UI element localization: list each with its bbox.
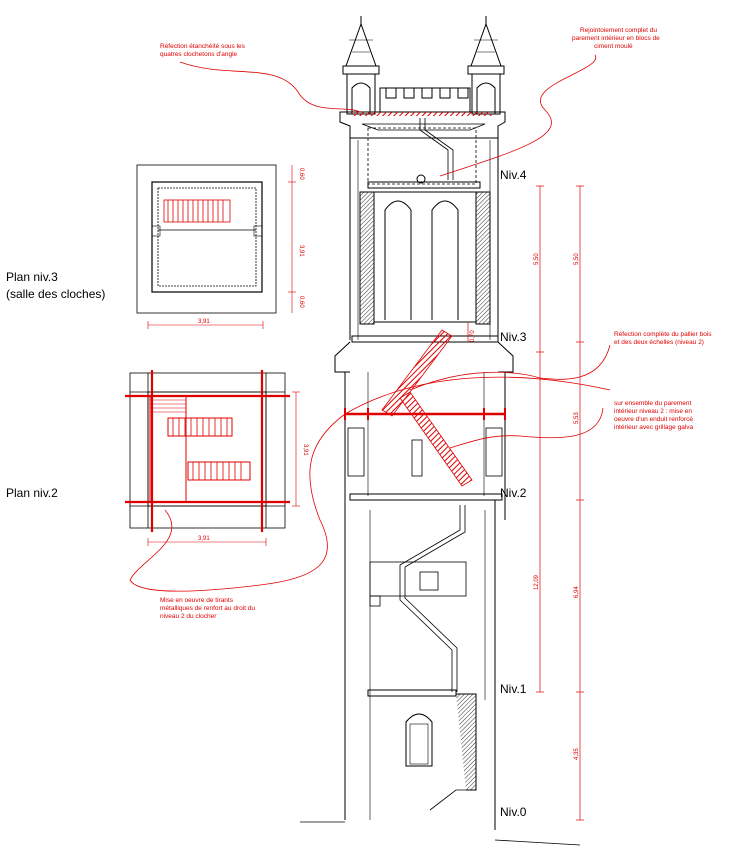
roof-outline [367,127,477,185]
dim-plan3-top: 0,60 [298,168,304,180]
annotation-pallier-l1: Réfection complète du pallier bois [614,331,712,338]
label-niv0: Niv.0 [500,805,527,819]
dimension-chain-outer [576,185,584,821]
dim-plan3-bottom: 0,60 [298,296,304,308]
floor-niv3 [351,335,499,343]
dim-plan2-width: 3,91 [198,536,210,542]
battlements [379,87,471,113]
annotation-tirants-l2: métalliques de renfort au droit du [160,605,255,612]
annotation-clochetons-l1: Réfection étanchéité sous les [160,43,246,50]
plan-niv3 [136,164,277,314]
annotation-rejointoiement-l3: ciment moulé [594,43,633,50]
ground-window [405,713,433,767]
annotation-enduit-l4: intérieur avec grillage galva [614,424,694,431]
right-clocheton [467,16,505,115]
dim-chain2-c: 6,94 [574,586,580,598]
plan3-title-line2: (salle des cloches) [6,287,105,301]
annotation-tirants-l3: niveau 2 du clocher [160,613,217,620]
annotation-pallier-l2: et des deux échelles (niveau 2) [614,339,704,346]
annotation-rejointoiement-l2: parement intérieur en blocs de [572,35,660,42]
dim-chain1-b: 0,70 [470,330,476,342]
leader-lines [129,54,611,592]
dim-plan2-height: 3,91 [302,444,308,456]
plan2-title: Plan niv.2 [6,486,58,500]
annotation-enduit-l1: sur ensemble du parement [614,400,692,407]
plan-niv2-red [125,370,290,532]
plan3-title-line1: Plan niv.3 [6,270,58,284]
red-works [344,112,506,487]
annotation-enduit-l2: intérieur niveau 2 : mise en [614,408,692,415]
left-clocheton [342,16,380,115]
tower-section [300,16,581,846]
floor-niv2 [349,493,503,501]
dim-chain2-b: 5,53 [574,412,580,424]
annotation-tirants-l1: Mise en oeuvre de tirants [160,597,234,604]
dim-chain2-d: 4,35 [574,748,580,760]
dim-chain1-c: 12,09 [534,574,540,590]
label-niv2: Niv.2 [500,486,527,500]
plan3-dimensions [147,165,296,329]
label-niv3: Niv.3 [500,330,527,344]
dim-chain2-a: 5,50 [574,253,580,265]
dim-plan3-width: 3,91 [198,319,210,325]
bell-arch-left [384,200,412,320]
dimension-chain-inner [467,185,544,693]
label-niv1: Niv.1 [500,682,527,696]
bell-arch-right [431,200,459,320]
annotation-enduit-l3: oeuvre d'un enduit renforcé [614,416,693,423]
annotation-clochetons-l2: quatres clochetons d'angle [160,51,238,58]
label-niv4: Niv.4 [500,168,527,182]
dim-plan3-height: 3,91 [298,245,304,257]
annotation-rejointoiement-l1: Rejointoiement complet du [580,27,657,34]
floor-niv1 [367,689,457,697]
plan2-dimensions [147,391,300,546]
floor-niv4 [367,181,481,189]
dim-chain1-a: 5,50 [534,253,540,265]
